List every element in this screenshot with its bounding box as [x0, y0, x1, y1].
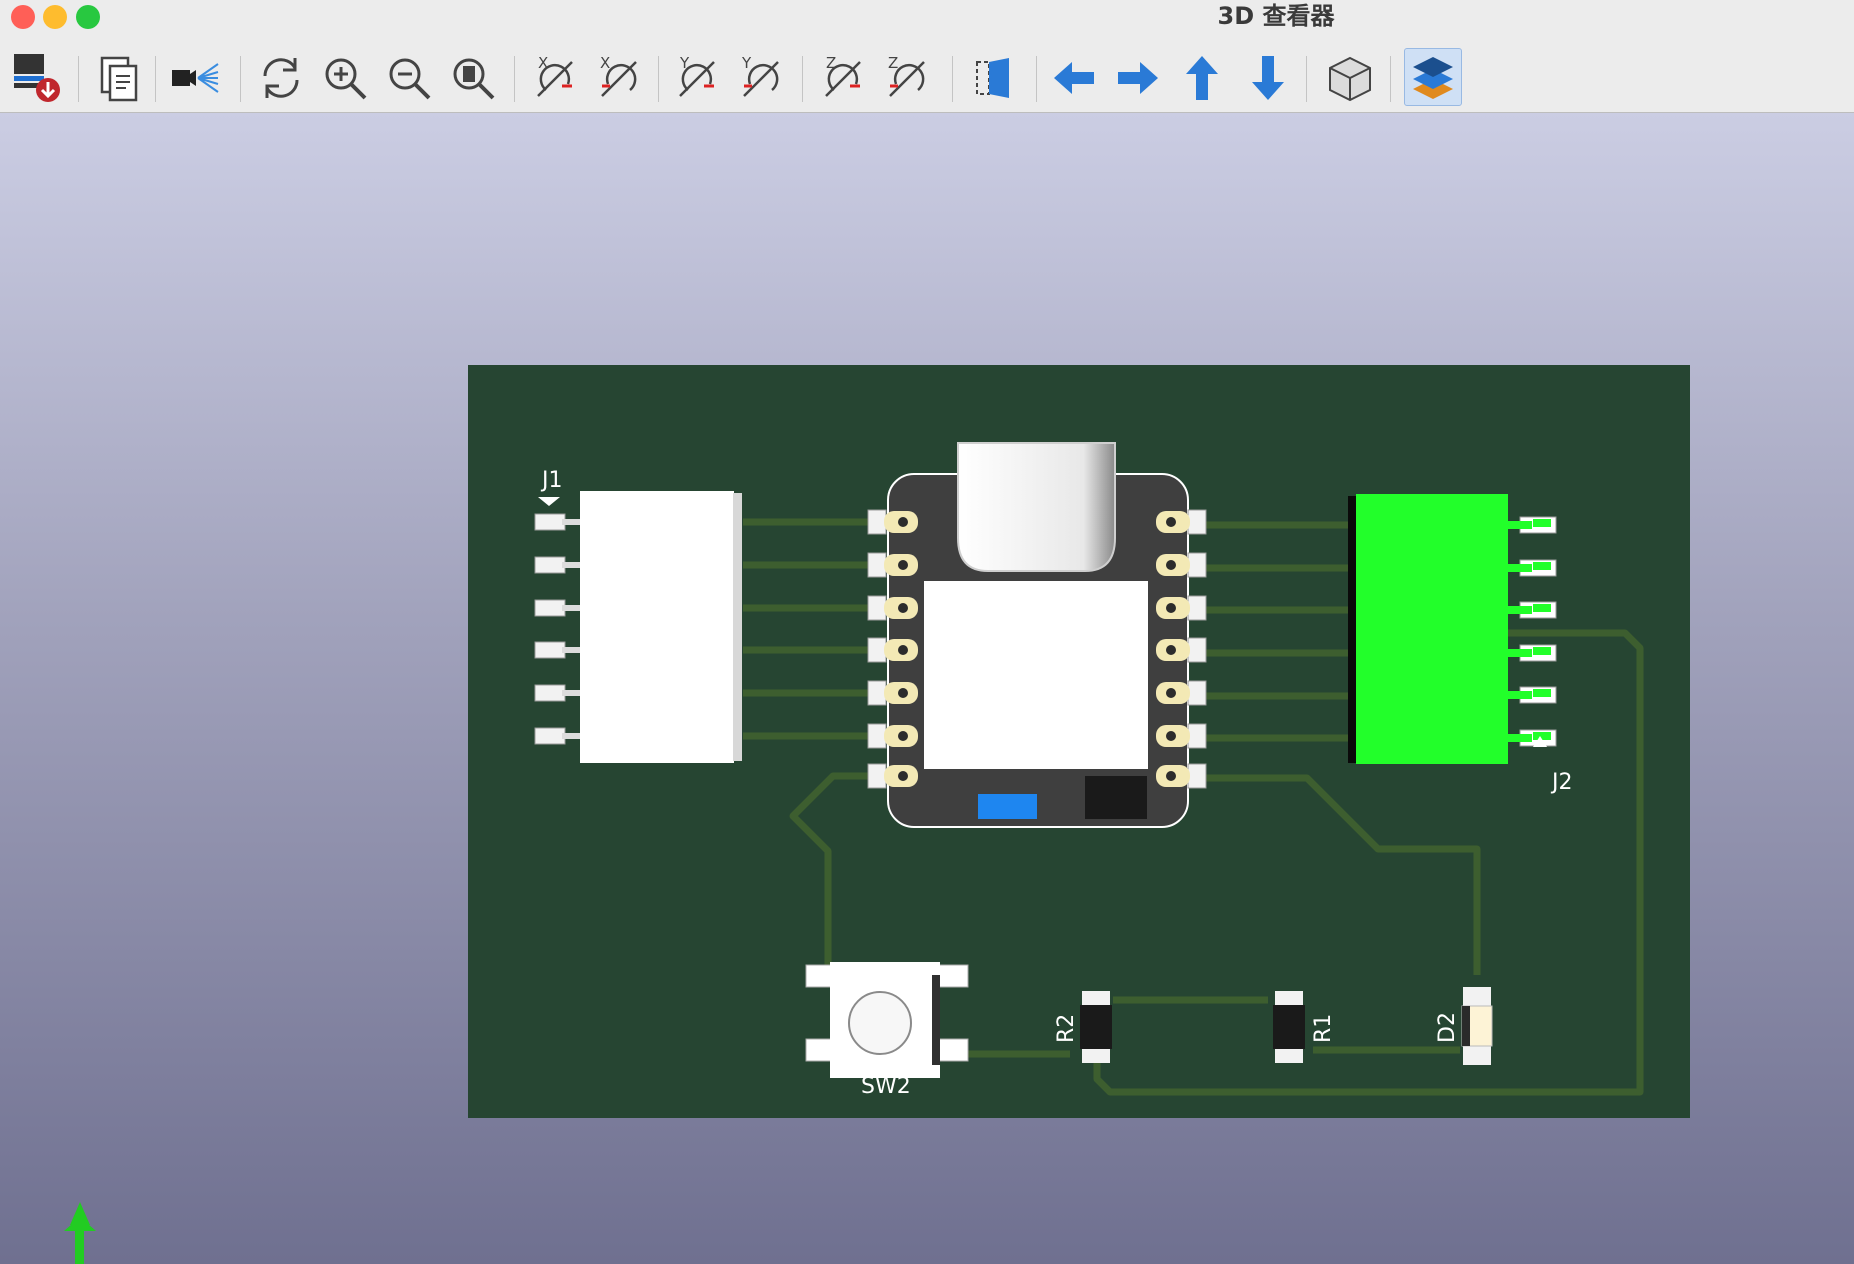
render-export-icon [14, 54, 60, 102]
render-export-button[interactable] [10, 50, 66, 106]
xiao-module[interactable] [867, 442, 1207, 828]
title-bar: 3D 查看器 [0, 0, 1854, 44]
reload-button[interactable] [253, 50, 309, 106]
orthographic-cube-icon [1329, 56, 1371, 102]
axis-indicator [64, 1202, 96, 1264]
copper-traces [743, 518, 1644, 1096]
zoom-fit-button[interactable] [445, 50, 501, 106]
toolbar-separator [1036, 56, 1037, 102]
module-pad [1156, 637, 1207, 663]
module-pad [1156, 763, 1207, 789]
rotate-y-cw-icon: Y [679, 54, 715, 97]
rotate-y-cw-button[interactable]: Y [670, 50, 726, 106]
close-window-button[interactable] [11, 5, 35, 29]
module-pad [1156, 595, 1207, 621]
rotate-x-ccw-icon: X [600, 54, 637, 97]
zoom-in-icon [325, 58, 367, 100]
toolbar-separator [802, 56, 803, 102]
rotate-y-ccw-icon: Y [741, 54, 779, 97]
camera-raytracing-icon [172, 63, 219, 93]
resistor-r2[interactable] [1080, 991, 1112, 1063]
connector-j2[interactable] [1348, 494, 1557, 764]
module-chip [1085, 776, 1147, 819]
window-title: 3D 查看器 [1217, 2, 1335, 30]
rotate-x-ccw-button[interactable]: X [592, 50, 648, 106]
zoom-in-button[interactable] [317, 50, 373, 106]
svg-text:Z: Z [826, 54, 836, 72]
pan-up-button[interactable] [1174, 50, 1230, 106]
svg-text:X: X [600, 54, 610, 72]
module-pad [867, 552, 918, 578]
usb-c-connector [957, 442, 1116, 572]
d2-reference-label: D2 [1435, 1012, 1460, 1043]
sw2-reference-label: SW2 [861, 1074, 911, 1099]
minimize-window-button[interactable] [43, 5, 67, 29]
toolbar-separator [1390, 56, 1391, 102]
toolbar-separator [952, 56, 953, 102]
connector-j1[interactable] [534, 491, 742, 763]
led-d2[interactable] [1461, 987, 1493, 1065]
layers-icon [1413, 57, 1453, 99]
module-pad [867, 595, 918, 621]
rotate-z-cw-button[interactable]: Z [816, 50, 872, 106]
pan-down-button[interactable] [1240, 50, 1296, 106]
zoom-out-icon [389, 58, 431, 100]
module-pad [1156, 509, 1207, 535]
r1-reference-label: R1 [1311, 1014, 1336, 1043]
toolbar-separator [155, 56, 156, 102]
rotate-y-ccw-button[interactable]: Y [734, 50, 790, 106]
pan-left-button[interactable] [1046, 50, 1102, 106]
module-pad [867, 763, 918, 789]
svg-text:Y: Y [679, 54, 690, 72]
layers-toggle-button[interactable] [1404, 48, 1462, 106]
flip-board-icon [976, 58, 1009, 98]
raytracing-button[interactable] [166, 50, 222, 106]
module-pad [1156, 723, 1207, 749]
rotate-z-ccw-icon: Z [888, 54, 925, 97]
toolbar-separator [1306, 56, 1307, 102]
rotate-x-cw-icon: X [537, 54, 573, 97]
zoom-out-button[interactable] [381, 50, 437, 106]
svg-text:Z: Z [888, 54, 898, 72]
rotate-z-cw-icon: Z [825, 54, 861, 97]
toolbar-separator [240, 56, 241, 102]
module-pad [1156, 552, 1207, 578]
module-pad [867, 509, 918, 535]
r2-reference-label: R2 [1054, 1014, 1079, 1043]
toolbar-separator [514, 56, 515, 102]
svg-text:Y: Y [741, 54, 752, 72]
3d-viewport[interactable]: J1 J2 [0, 113, 1854, 1264]
arrow-left-icon [1054, 62, 1094, 94]
arrow-down-icon [1252, 56, 1284, 100]
pan-right-button[interactable] [1110, 50, 1166, 106]
rotate-z-ccw-button[interactable]: Z [880, 50, 936, 106]
module-pad [867, 723, 918, 749]
resistor-r1[interactable] [1273, 991, 1305, 1063]
module-pad [867, 680, 918, 706]
toolbar-separator [658, 56, 659, 102]
svg-text:X: X [538, 54, 548, 72]
zoom-window-button[interactable] [76, 5, 100, 29]
module-led [978, 794, 1037, 819]
orthographic-button[interactable] [1322, 50, 1378, 106]
rotate-x-cw-button[interactable]: X [528, 50, 584, 106]
flip-board-button[interactable] [967, 50, 1023, 106]
shield-can [924, 581, 1148, 769]
j1-reference-label: J1 [540, 468, 563, 493]
arrow-up-icon [1186, 56, 1218, 100]
module-pad [867, 637, 918, 663]
arrow-right-icon [1118, 62, 1158, 94]
reload-icon [263, 58, 299, 98]
module-pad [1156, 680, 1207, 706]
zoom-fit-icon [453, 58, 495, 100]
toolbar: X X Y Y Z Z [0, 44, 1854, 113]
toolbar-separator [78, 56, 79, 102]
copy-image-button[interactable] [90, 50, 146, 106]
switch-sw2[interactable] [805, 962, 969, 1078]
j2-reference-label: J2 [1550, 770, 1573, 795]
copy-image-icon [100, 56, 138, 102]
